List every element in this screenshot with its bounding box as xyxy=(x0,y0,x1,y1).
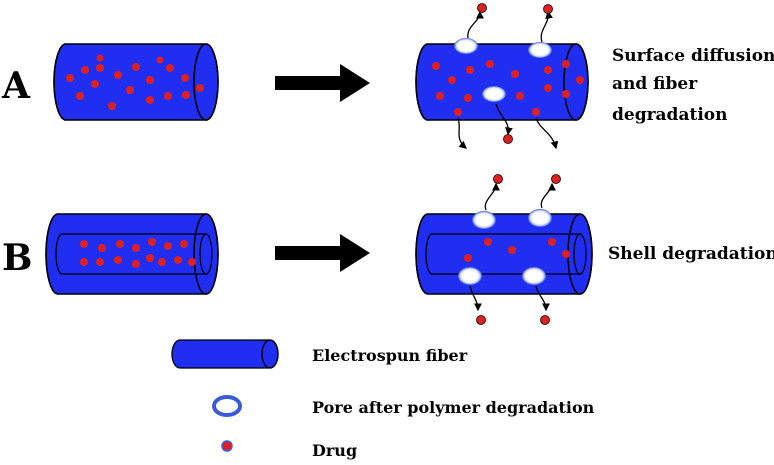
row-a-drug-particles-after xyxy=(432,60,584,116)
row-a-release-paths xyxy=(457,10,559,150)
row-b-released-drugs xyxy=(476,174,561,325)
legend-fiber-label: Electrospun fiber xyxy=(312,346,468,365)
row-a-fiber-after xyxy=(415,43,589,121)
legend-pore-swatch xyxy=(212,395,242,417)
row-a-letter: A xyxy=(1,65,31,107)
row-a-drug-particles-before xyxy=(66,54,204,110)
row-b-drug-particles-before xyxy=(80,238,196,268)
row-a-caption-line-1: Surface diffusion xyxy=(612,46,774,66)
row-b-letter: B xyxy=(2,237,32,279)
row-b-caption: Shell degradation xyxy=(608,244,774,264)
row-a-caption-line-3: degradation xyxy=(612,105,727,125)
legend-drug-label: Drug xyxy=(312,441,357,460)
legend-drug-swatch xyxy=(221,440,233,452)
row-a-pores xyxy=(454,38,552,102)
row-a-released-drugs xyxy=(477,3,553,144)
row-b-release-paths xyxy=(469,182,556,312)
row-a-transition-arrow xyxy=(275,64,370,102)
row-b-transition-arrow xyxy=(275,234,370,272)
row-b-pores xyxy=(458,209,552,285)
row-b-fiber-before xyxy=(45,213,219,295)
legend-fiber-swatch xyxy=(171,339,279,369)
row-b-drug-particles-after xyxy=(464,238,570,262)
legend-pore-label: Pore after polymer degradation xyxy=(312,398,595,417)
row-a-fiber-before xyxy=(53,43,219,121)
row-a-caption-line-2: and fiber xyxy=(612,74,698,94)
